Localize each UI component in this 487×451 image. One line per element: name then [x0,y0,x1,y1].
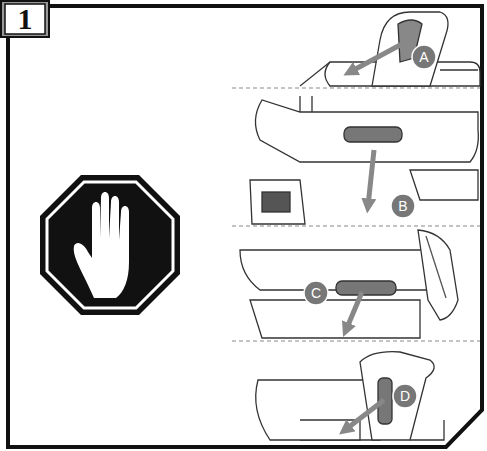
callout-letter: C [304,281,328,305]
direction-arrow [350,44,402,72]
callout-circle [304,45,436,408]
direction-arrow [346,292,362,330]
panel-divider [232,88,480,341]
step-box [1,1,49,37]
callout-letter: A [412,45,436,69]
step-frame [8,6,482,447]
controller-panel-c [240,230,458,338]
callout-letter: D [393,384,417,408]
stop-sign [40,175,180,315]
controller-panel-d [256,352,444,440]
direction-arrow [368,150,374,206]
controller-panel-b [250,96,478,224]
step-box-inner [5,4,45,34]
callout-letter: B [391,194,415,218]
step-number: 1 [5,4,45,34]
controller-panel-a [300,12,480,86]
direction-arrow [345,400,384,430]
